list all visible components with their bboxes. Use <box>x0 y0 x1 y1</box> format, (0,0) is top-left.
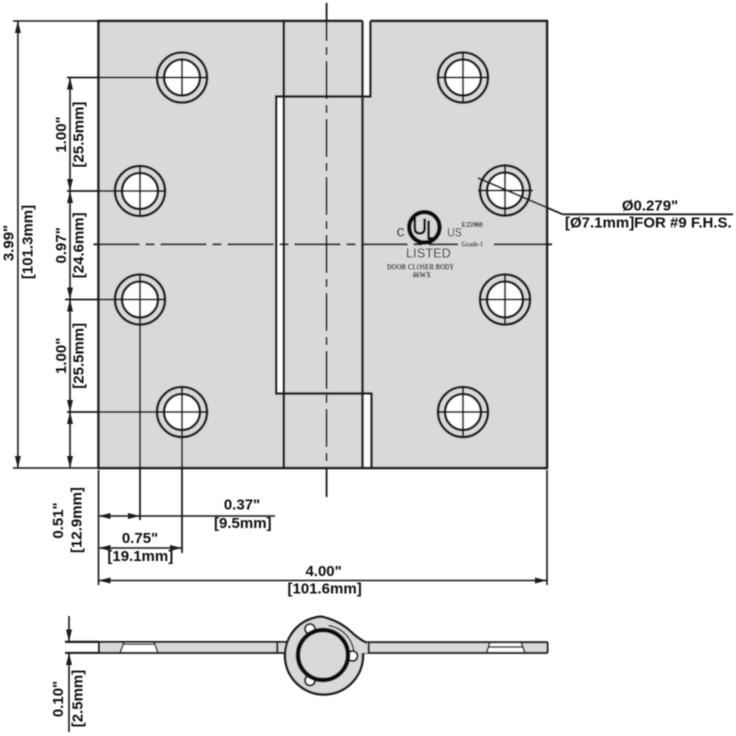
svg-text:0.51": 0.51" <box>50 502 67 538</box>
svg-text:[101.3mm]: [101.3mm] <box>20 205 37 279</box>
svg-text:0.75": 0.75" <box>122 530 158 547</box>
svg-text:3.99": 3.99" <box>1 225 18 261</box>
svg-text:Grade-1: Grade-1 <box>462 241 484 249</box>
svg-text:E25908: E25908 <box>462 221 484 229</box>
svg-text:0.37": 0.37" <box>224 497 260 514</box>
svg-text:[25.5mm]: [25.5mm] <box>70 323 87 389</box>
svg-text:LISTED: LISTED <box>406 247 451 261</box>
svg-text:Ø0.279": Ø0.279" <box>622 198 678 215</box>
svg-text:46WX: 46WX <box>413 269 432 279</box>
svg-text:DOOR CLOSER BODY: DOOR CLOSER BODY <box>387 261 454 271</box>
svg-text:0.97": 0.97" <box>53 227 70 263</box>
svg-text:[19.1mm]: [19.1mm] <box>107 548 173 565</box>
svg-text:4.00": 4.00" <box>305 563 341 580</box>
svg-text:[25.5mm]: [25.5mm] <box>70 102 87 168</box>
svg-text:1.00": 1.00" <box>53 338 70 374</box>
svg-text:[101.6mm]: [101.6mm] <box>287 580 361 597</box>
svg-text:0.10": 0.10" <box>50 681 67 717</box>
svg-text:US: US <box>447 228 462 240</box>
svg-text:[9.5mm]: [9.5mm] <box>214 515 272 532</box>
svg-text:[Ø7.1mm]FOR #9 F.H.S.: [Ø7.1mm]FOR #9 F.H.S. <box>565 214 732 231</box>
svg-text:1.00": 1.00" <box>53 116 70 152</box>
svg-text:[24.6mm]: [24.6mm] <box>70 212 87 278</box>
svg-text:c: c <box>397 224 405 241</box>
svg-text:[12.9mm]: [12.9mm] <box>68 487 85 553</box>
svg-text:[2.5mm]: [2.5mm] <box>69 670 86 728</box>
